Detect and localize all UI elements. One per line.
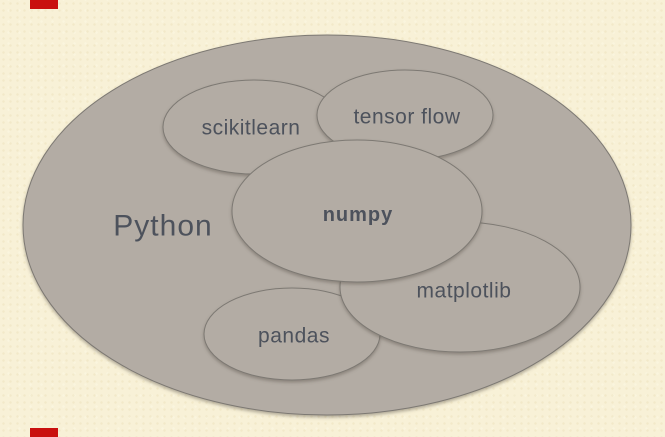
numpy-ellipse <box>231 139 483 283</box>
tensorflow-label: tensor flow <box>353 106 460 129</box>
red-accent-bar-bottom <box>30 428 58 437</box>
python-label: Python <box>113 210 212 243</box>
pandas-label: pandas <box>258 325 330 348</box>
scikitlearn-label: scikitlearn <box>202 117 301 140</box>
numpy-label: numpy <box>323 204 394 226</box>
matplotlib-label: matplotlib <box>417 280 512 303</box>
red-accent-bar-top <box>30 0 58 9</box>
